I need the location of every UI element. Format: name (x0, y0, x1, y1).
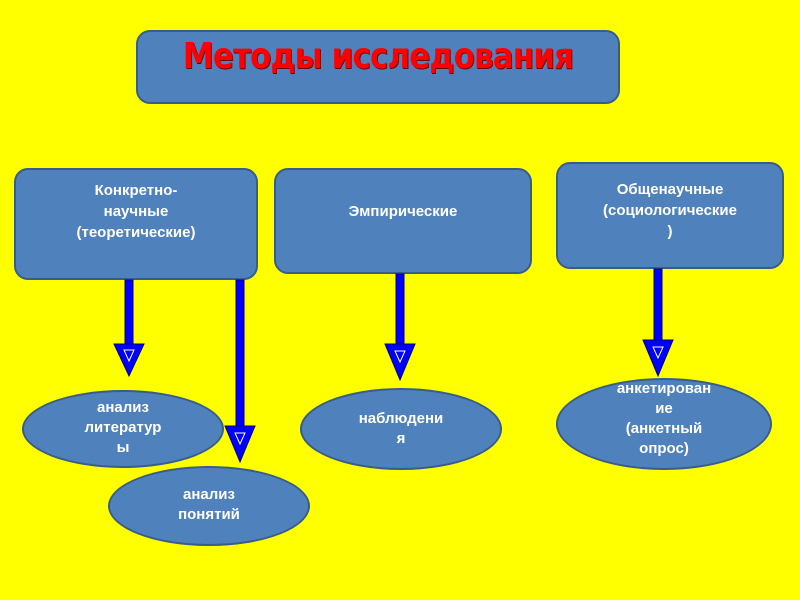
method-label-line: анкетирован (616, 380, 712, 397)
method-literature-analysis: анализ литератур ы (22, 390, 224, 468)
arrow-general-to-survey (642, 268, 674, 378)
category-label: Эмпирические (276, 201, 530, 222)
category-label-line: (социологические (603, 202, 737, 219)
method-label-line: ие (655, 400, 673, 417)
category-label-line: (теоретические) (76, 224, 196, 241)
category-label-line: научные (103, 203, 169, 220)
method-label: анализ понятий (110, 485, 308, 525)
method-label-line: (анкетный (625, 420, 703, 437)
category-label-line: ) (667, 223, 673, 240)
method-label-line: я (396, 430, 406, 447)
category-box-empirical: Эмпирические (274, 168, 532, 274)
category-label-line: Конкретно- (94, 182, 178, 199)
method-label-line: анализ (97, 399, 149, 416)
page-title: Методы исследования (182, 36, 574, 77)
category-label-line: Эмпирические (348, 203, 458, 220)
method-questionnaire-survey: анкетирован ие (анкетный опрос) (556, 378, 772, 470)
method-label-line: анализ (183, 486, 235, 503)
method-observation: наблюдени я (300, 388, 502, 470)
category-box-general-scientific: Общенаучные (социологические ) (556, 162, 784, 269)
arrow-concrete-to-literature (113, 279, 145, 378)
method-label-line: ы (116, 439, 130, 456)
category-label: Общенаучные (социологические ) (558, 179, 782, 242)
method-label-line: понятий (178, 506, 240, 523)
method-concept-analysis: анализ понятий (108, 466, 310, 546)
category-label-line: Общенаучные (616, 181, 724, 198)
title-box: Методы исследования (136, 30, 620, 104)
method-label: наблюдени я (302, 409, 500, 449)
category-box-concrete-scientific: Конкретно- научные (теоретические) (14, 168, 258, 280)
category-label: Конкретно- научные (теоретические) (16, 180, 256, 243)
method-label-line: опрос) (639, 440, 689, 457)
method-label: анализ литератур ы (24, 398, 222, 458)
arrow-concrete-to-concepts (224, 279, 256, 464)
arrow-empirical-to-observation (384, 273, 416, 382)
method-label-line: наблюдени (358, 410, 444, 427)
method-label: анкетирован ие (анкетный опрос) (558, 379, 770, 459)
method-label-line: литератур (84, 419, 162, 436)
